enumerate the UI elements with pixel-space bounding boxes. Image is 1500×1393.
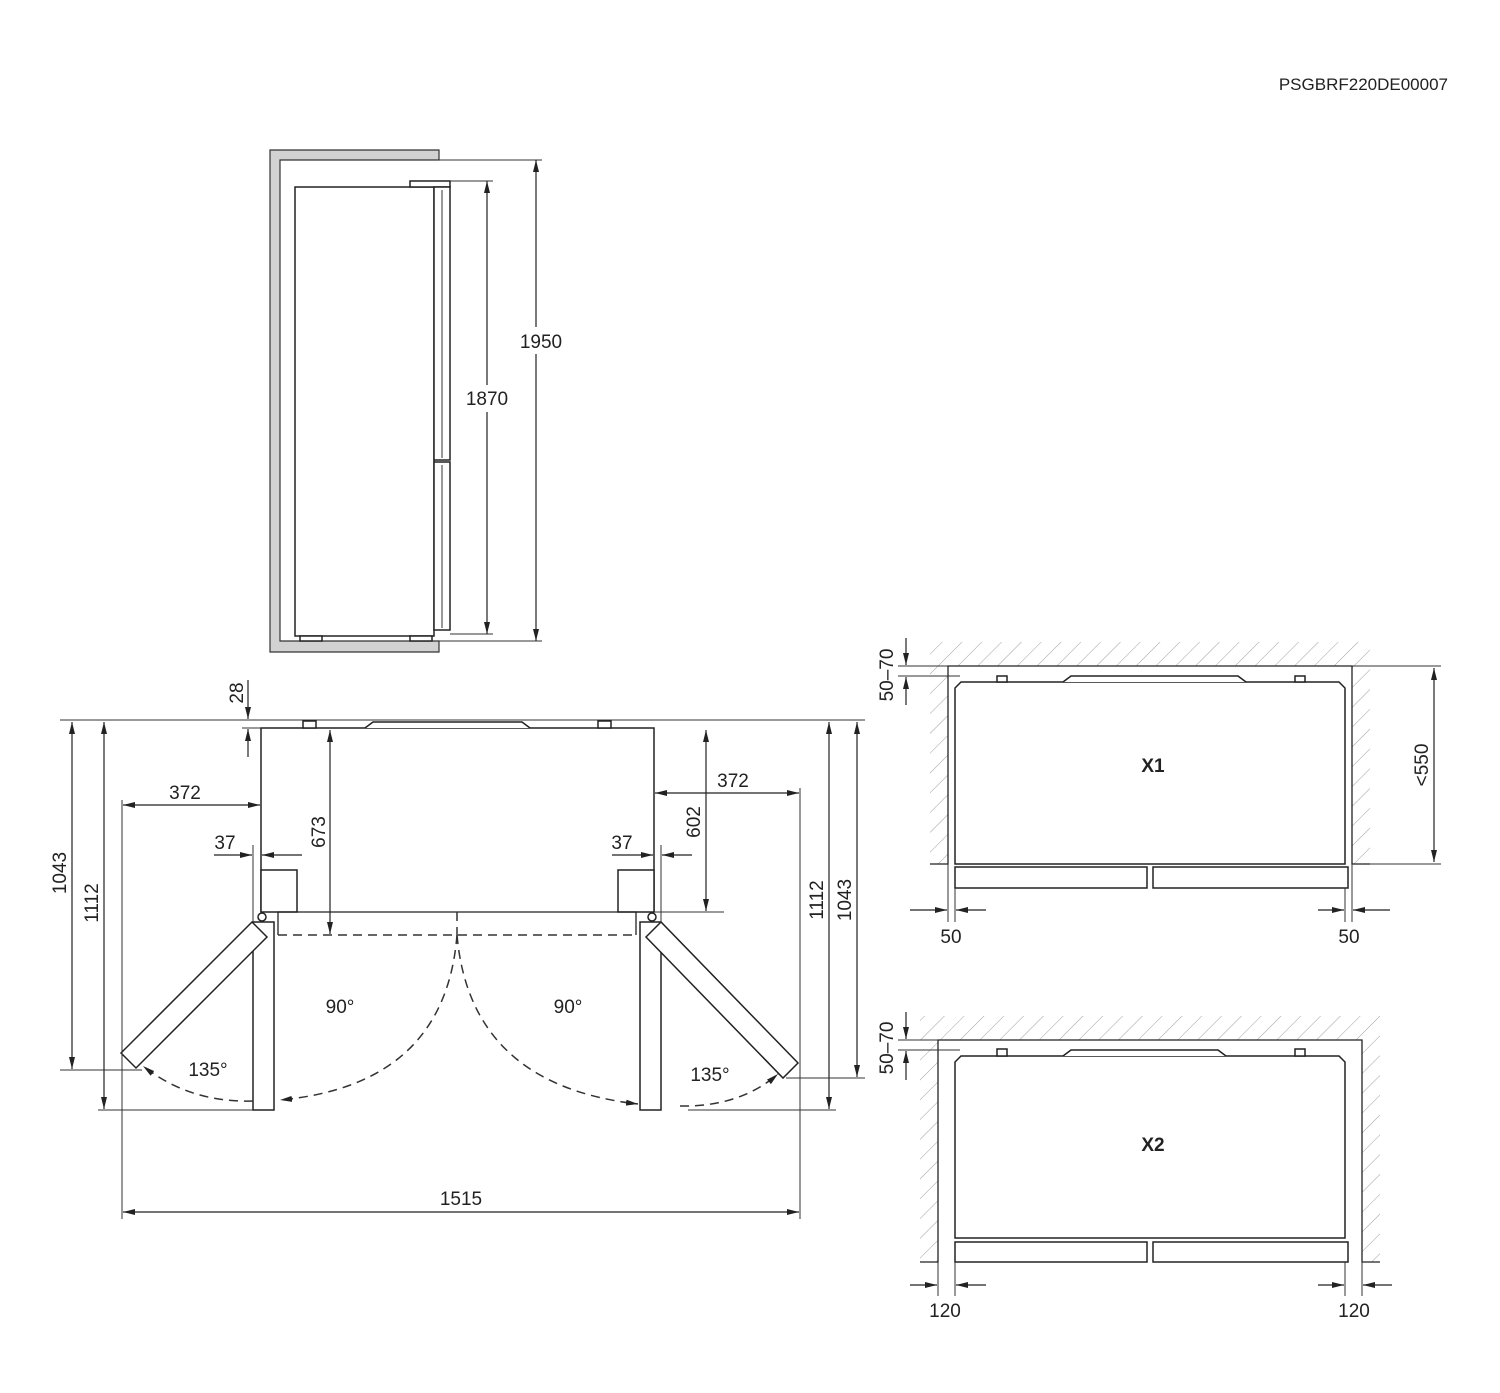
right-door-135 bbox=[644, 920, 800, 1080]
left-door-swing-arc bbox=[279, 934, 458, 1102]
rear-spacer-left bbox=[996, 1048, 1008, 1057]
left-gap-label: 120 bbox=[929, 1301, 961, 1322]
left-door-135 bbox=[119, 920, 269, 1070]
rear-clearance-label: 28 bbox=[227, 682, 248, 703]
right-angle-135-label: 135° bbox=[690, 1065, 729, 1086]
rear-spacer-right bbox=[1294, 675, 1306, 683]
left-door-90 bbox=[252, 921, 275, 1111]
right-angle-90-label: 90° bbox=[554, 997, 583, 1018]
door-closed-depth-label: 673 bbox=[309, 816, 330, 848]
hinge-pivot-left bbox=[257, 912, 267, 922]
niche-x2-view: X2 50–70 120 120 bbox=[877, 1012, 1392, 1322]
niche-x1-view: X1 50–70 <550 50 50 bbox=[877, 638, 1441, 948]
right-gap-label: 50 bbox=[1338, 927, 1359, 948]
appliance-height-label: 1870 bbox=[466, 389, 508, 410]
right-door-135-arc bbox=[679, 1073, 779, 1107]
niche-outline bbox=[930, 665, 1370, 865]
left-hinge-offset-label: 37 bbox=[214, 833, 235, 854]
rear-gap-label: 50–70 bbox=[877, 1022, 898, 1075]
cabinet-top-view bbox=[954, 1055, 1346, 1239]
right-hinge-offset-label: 37 bbox=[611, 833, 632, 854]
left-angle-90-label: 90° bbox=[326, 997, 355, 1018]
left-depth-135-label: 1043 bbox=[50, 852, 71, 894]
cabinet-depth-label: 602 bbox=[684, 806, 705, 838]
hinge-bracket-right bbox=[617, 869, 655, 913]
right-gap-label: 120 bbox=[1338, 1301, 1370, 1322]
cabinet-top-view bbox=[954, 681, 1346, 865]
side-view: 1870 1950 bbox=[269, 149, 562, 653]
front-foot bbox=[409, 635, 433, 642]
rear-spacer-right bbox=[597, 720, 612, 729]
door-right bbox=[1152, 1241, 1349, 1263]
hatched-wall bbox=[930, 642, 1370, 864]
niche-depth-label: <550 bbox=[1412, 744, 1433, 787]
rear-gap-label: 50–70 bbox=[877, 649, 898, 702]
door-left bbox=[954, 1241, 1148, 1263]
document-code: PSGBRF220DE00007 bbox=[1279, 75, 1448, 94]
hinge-pivot-right bbox=[647, 912, 657, 922]
rear-spacer-right bbox=[1294, 1048, 1306, 1057]
door-right bbox=[1152, 866, 1349, 889]
hinge-cover bbox=[409, 180, 451, 188]
rear-plate bbox=[1062, 675, 1247, 683]
right-door-swing-arc bbox=[456, 934, 639, 1106]
total-height-label: 1950 bbox=[520, 332, 562, 353]
rear-spacer-left bbox=[302, 720, 317, 729]
hinge-bracket-left bbox=[260, 869, 298, 913]
left-angle-135-label: 135° bbox=[188, 1060, 227, 1081]
rear-plate bbox=[1062, 1049, 1227, 1057]
total-width-label: 1515 bbox=[440, 1189, 482, 1210]
right-door-90 bbox=[639, 921, 662, 1111]
niche-outline bbox=[920, 1039, 1380, 1263]
rear-plate bbox=[364, 721, 531, 729]
left-door-swing-label: 372 bbox=[169, 783, 201, 804]
niche-x1-label: X1 bbox=[1141, 756, 1165, 777]
door-left bbox=[954, 866, 1148, 889]
right-door-swing-label: 372 bbox=[717, 771, 749, 792]
right-depth-135-label: 1043 bbox=[835, 879, 856, 921]
right-depth-90-label: 1112 bbox=[807, 880, 828, 919]
rear-spacer-left bbox=[996, 675, 1008, 683]
left-door-135-arc bbox=[142, 1065, 254, 1102]
installation-niche-wall bbox=[269, 149, 440, 653]
top-view: 28 673 602 372 372 37 37 1043 1112 bbox=[50, 680, 865, 1219]
cabinet-side bbox=[294, 186, 435, 637]
left-depth-90-label: 1112 bbox=[82, 883, 103, 922]
left-gap-label: 50 bbox=[940, 927, 961, 948]
niche-x2-label: X2 bbox=[1141, 1135, 1164, 1156]
rear-foot bbox=[299, 635, 323, 642]
